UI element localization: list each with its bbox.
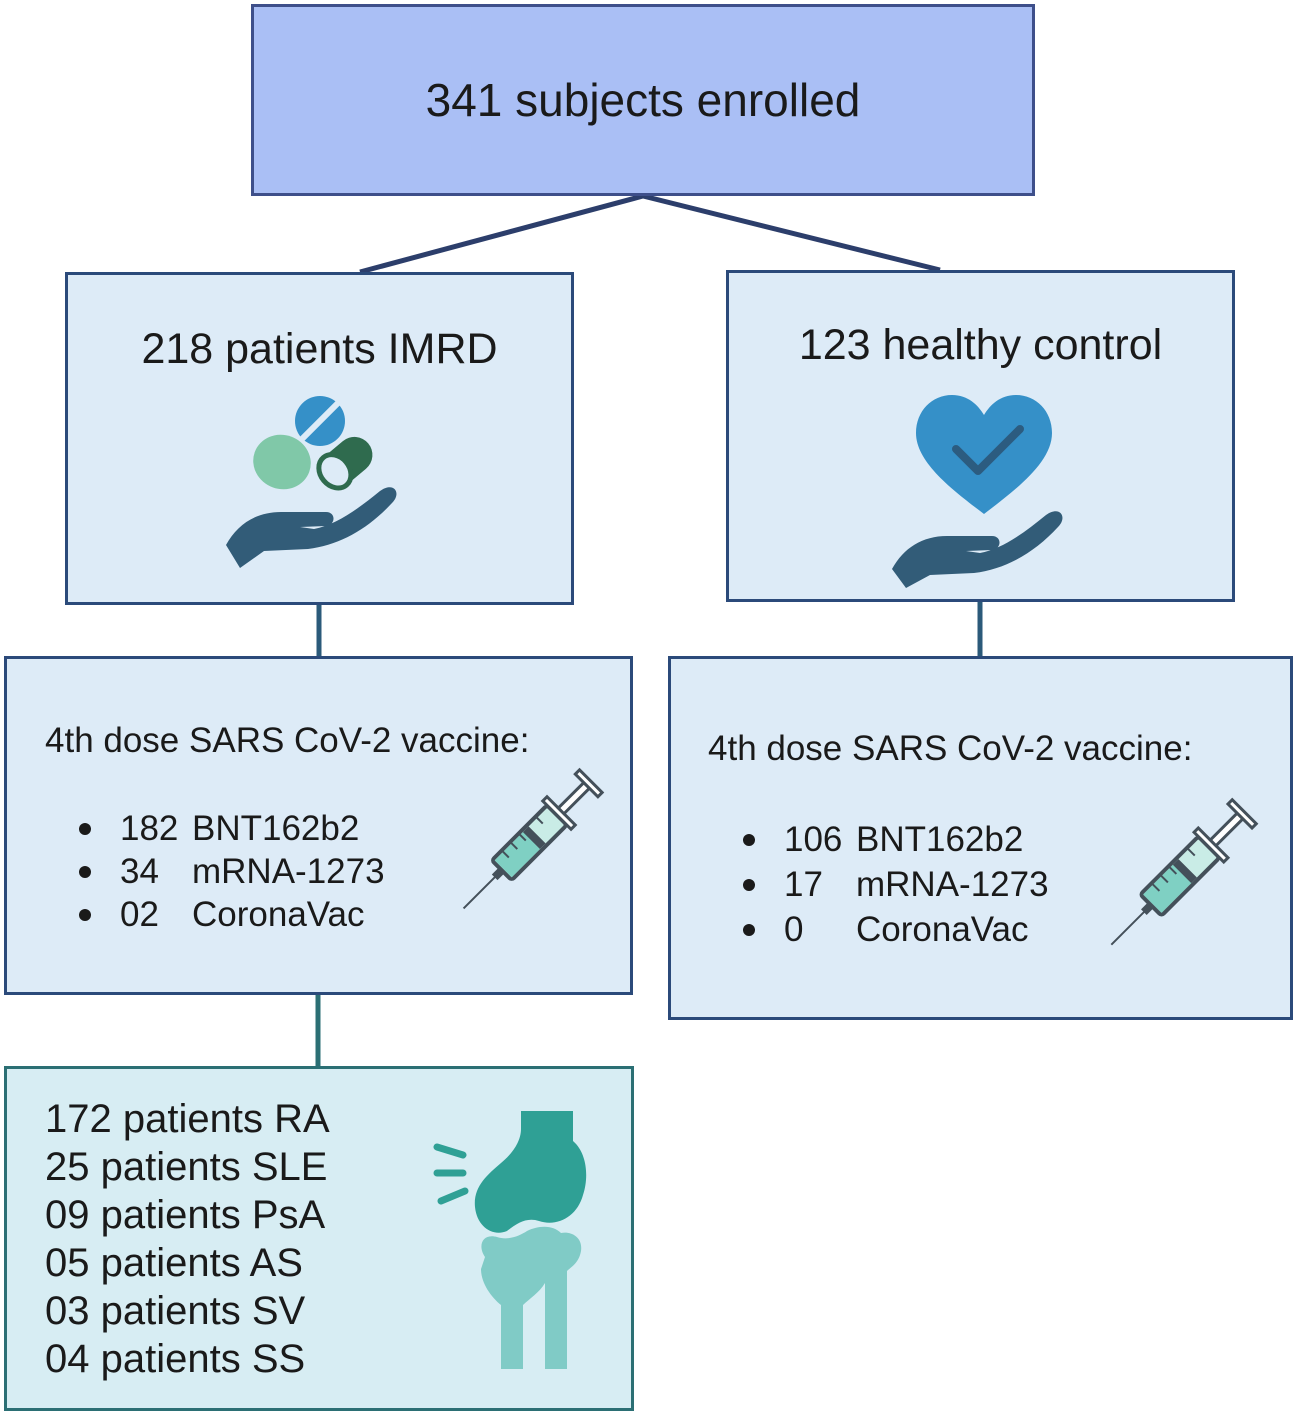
imrd-vaccine-list: 182 BNT162b2 34 mRNA-1273 02 CoronaVac xyxy=(79,807,385,936)
list-item: 02 CoronaVac xyxy=(79,893,385,936)
bullet-icon xyxy=(743,923,755,936)
imrd-group-box: 218 patients IMRD xyxy=(65,272,574,605)
list-item: 34 mRNA-1273 xyxy=(79,850,385,893)
diagnoses-list: 172 patients RA 25 patients SLE 09 patie… xyxy=(45,1095,330,1383)
vaccine-name: mRNA-1273 xyxy=(192,852,385,891)
connector-enrolled-to-imrd xyxy=(359,193,644,275)
vaccine-count: 34 xyxy=(120,852,159,891)
control-vaccine-list: 106 BNT162b2 17 mRNA-1273 0 CoronaVac xyxy=(743,817,1049,952)
bullet-icon xyxy=(743,878,755,891)
list-item: 182 BNT162b2 xyxy=(79,807,385,850)
list-item: 04 patients SS xyxy=(45,1337,306,1381)
list-item: 25 patients SLE xyxy=(45,1145,328,1189)
diagnoses-box: 172 patients RA 25 patients SLE 09 patie… xyxy=(4,1066,634,1411)
pills-in-hand-icon xyxy=(226,396,397,568)
enrolled-box: 341 subjects enrolled xyxy=(251,4,1035,196)
vaccine-name: mRNA-1273 xyxy=(856,865,1049,904)
list-item: 03 patients SV xyxy=(45,1289,306,1333)
control-group-box: 123 healthy control xyxy=(726,270,1235,602)
bullet-icon xyxy=(79,822,91,835)
list-item: 172 patients RA xyxy=(45,1097,330,1141)
control-group-label: 123 healthy control xyxy=(798,321,1163,369)
syringe-icon xyxy=(462,767,605,910)
bullet-icon xyxy=(79,908,91,921)
vaccine-count: 02 xyxy=(120,895,159,934)
control-vaccine-heading: 4th dose SARS CoV-2 vaccine: xyxy=(708,729,1193,768)
imrd-vaccine-heading: 4th dose SARS CoV-2 vaccine: xyxy=(45,721,530,760)
bullet-icon xyxy=(79,865,91,878)
enrolled-label: 341 subjects enrolled xyxy=(425,74,861,126)
connector-enrolled-to-control xyxy=(642,193,941,273)
vaccine-name: CoronaVac xyxy=(856,910,1029,949)
list-item: 09 patients PsA xyxy=(45,1193,326,1237)
heart-in-hand-icon xyxy=(892,395,1063,588)
list-item: 106 BNT162b2 xyxy=(743,817,1049,862)
imrd-vaccine-box: 4th dose SARS CoV-2 vaccine: 182 BNT162b2… xyxy=(4,656,633,995)
vaccine-count: 182 xyxy=(120,809,179,848)
bullet-icon xyxy=(743,833,755,846)
list-item: 05 patients AS xyxy=(45,1241,303,1285)
knee-joint-icon xyxy=(433,1111,587,1369)
vaccine-count: 0 xyxy=(784,910,804,949)
vaccine-name: CoronaVac xyxy=(192,895,365,934)
imrd-group-label: 218 patients IMRD xyxy=(141,325,498,373)
syringe-icon xyxy=(1110,797,1259,946)
list-item: 17 mRNA-1273 xyxy=(743,862,1049,907)
vaccine-count: 106 xyxy=(784,820,843,859)
list-item: 0 CoronaVac xyxy=(743,907,1049,952)
vaccine-name: BNT162b2 xyxy=(856,820,1024,859)
vaccine-count: 17 xyxy=(784,865,823,904)
control-vaccine-box: 4th dose SARS CoV-2 vaccine: 106 BNT162b2… xyxy=(668,656,1293,1020)
vaccine-name: BNT162b2 xyxy=(192,809,360,848)
